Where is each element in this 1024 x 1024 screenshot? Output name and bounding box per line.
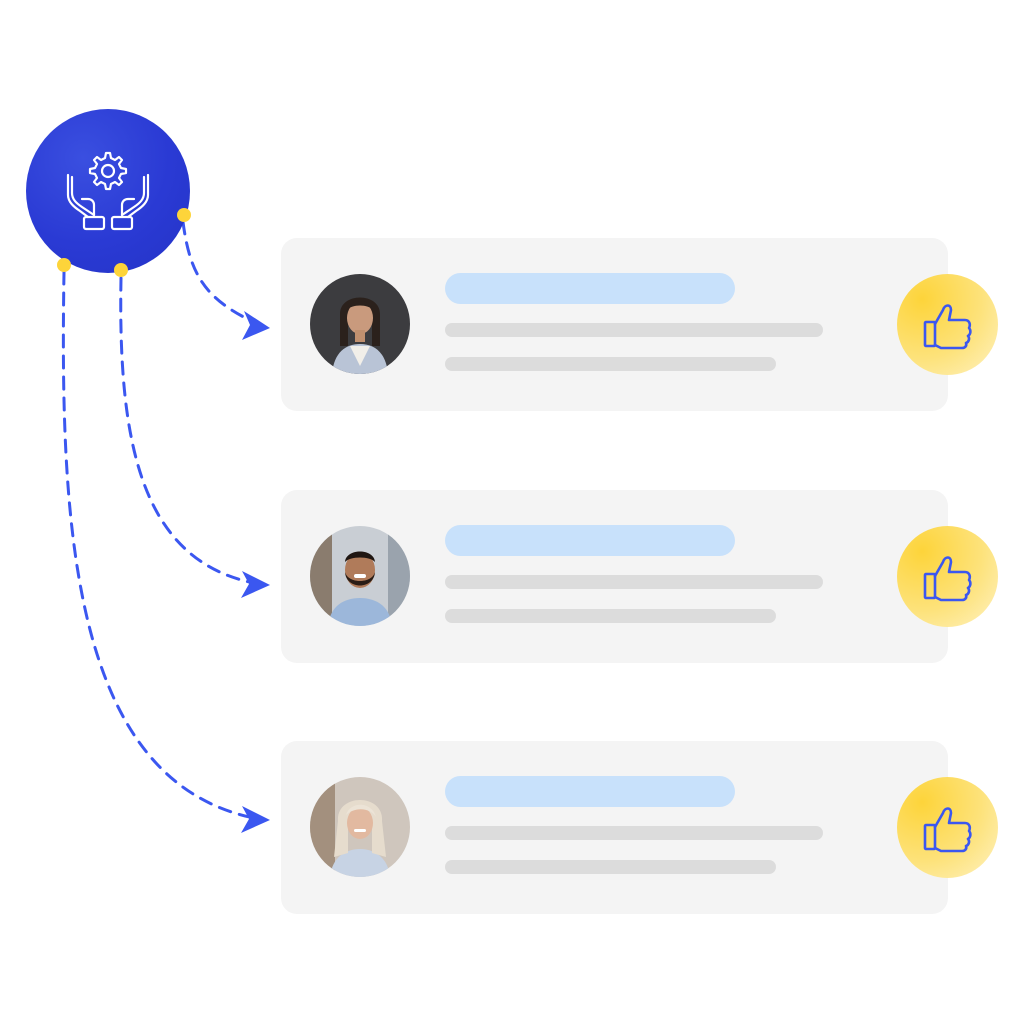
arrowhead-card-1	[242, 311, 270, 340]
connection-dot-1	[177, 208, 191, 222]
profile-card-2	[281, 490, 998, 663]
woman-dark-hair-avatar	[310, 274, 410, 374]
avatar	[310, 526, 410, 626]
like-badge[interactable]	[897, 777, 998, 878]
connector-to-card-2	[119, 276, 256, 585]
profile-card-3	[281, 741, 998, 914]
like-badge[interactable]	[897, 526, 998, 627]
text-placeholder-line	[445, 860, 776, 874]
like-badge[interactable]	[897, 274, 998, 375]
profile-card-1	[281, 238, 998, 411]
text-placeholder-line	[445, 357, 776, 371]
title-placeholder-bar	[445, 776, 735, 807]
man-beard-avatar	[310, 526, 410, 626]
connector-to-card-3	[61, 270, 256, 820]
service-hub	[26, 109, 190, 273]
thumbs-up-icon	[923, 304, 972, 350]
woman-blonde-avatar	[310, 777, 410, 877]
connector-to-card-1	[181, 220, 260, 326]
text-placeholder-line	[445, 826, 823, 840]
title-placeholder-bar	[445, 525, 735, 556]
thumbs-up-icon	[923, 807, 972, 853]
text-placeholder-line	[445, 575, 823, 589]
hands-gear-icon	[66, 151, 150, 231]
connection-dot-2	[114, 263, 128, 277]
thumbs-up-icon	[923, 556, 972, 602]
arrowhead-card-3	[241, 806, 270, 833]
text-placeholder-line	[445, 323, 823, 337]
title-placeholder-bar	[445, 273, 735, 304]
avatar	[310, 777, 410, 877]
text-placeholder-line	[445, 609, 776, 623]
avatar	[310, 274, 410, 374]
arrowhead-card-2	[241, 571, 270, 598]
connection-dot-3	[57, 258, 71, 272]
